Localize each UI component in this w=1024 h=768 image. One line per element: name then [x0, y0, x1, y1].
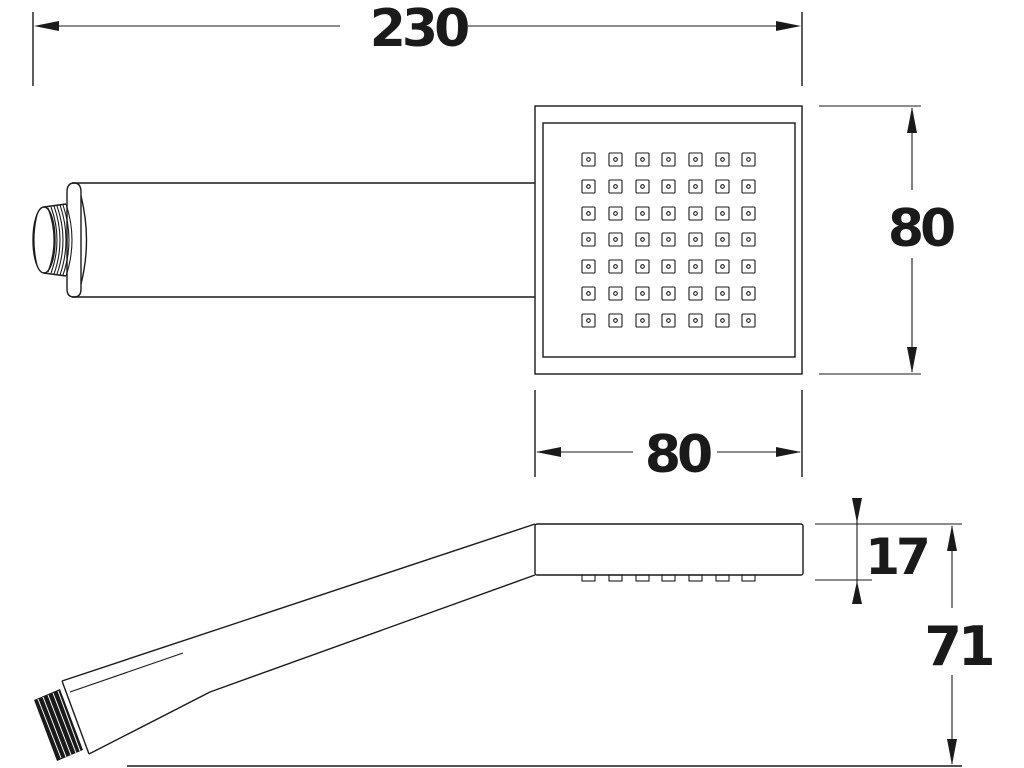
arrow-right-icon — [776, 21, 801, 31]
dimension-head-thickness: 17 — [815, 498, 962, 604]
dimension-label-17: 17 — [865, 528, 927, 586]
shower-head-side — [534, 523, 804, 576]
shower-head-face — [542, 122, 796, 358]
dimension-overall-height: 71 — [924, 525, 996, 765]
dimension-label-230: 230 — [370, 0, 468, 59]
arrow-right-icon — [776, 447, 801, 457]
dimension-label-71: 71 — [924, 615, 992, 678]
arrow-up-icon — [947, 525, 957, 551]
thread-connector-icon — [32, 203, 73, 277]
arrow-up-icon — [852, 581, 862, 604]
shower-head-outer — [534, 105, 803, 375]
arrow-left-icon — [536, 447, 561, 457]
arrow-down-icon — [947, 739, 957, 765]
dimension-label-80-horizontal: 80 — [645, 425, 711, 485]
top-view — [32, 105, 803, 375]
arrow-up-icon — [907, 107, 917, 133]
dimension-overall-length: 230 — [32, 0, 803, 86]
nozzle-grid — [581, 152, 756, 328]
dimension-head-width: 80 — [534, 390, 803, 485]
collar — [66, 182, 82, 298]
thread-connector-side-icon — [34, 689, 83, 761]
arrow-down-icon — [852, 498, 862, 523]
side-view — [34, 523, 962, 767]
dimension-head-height: 80 — [819, 105, 958, 375]
side-nozzles — [581, 574, 756, 582]
arrow-down-icon — [907, 347, 917, 373]
dimension-label-80-vertical: 80 — [888, 199, 954, 259]
arrow-left-icon — [34, 21, 59, 31]
